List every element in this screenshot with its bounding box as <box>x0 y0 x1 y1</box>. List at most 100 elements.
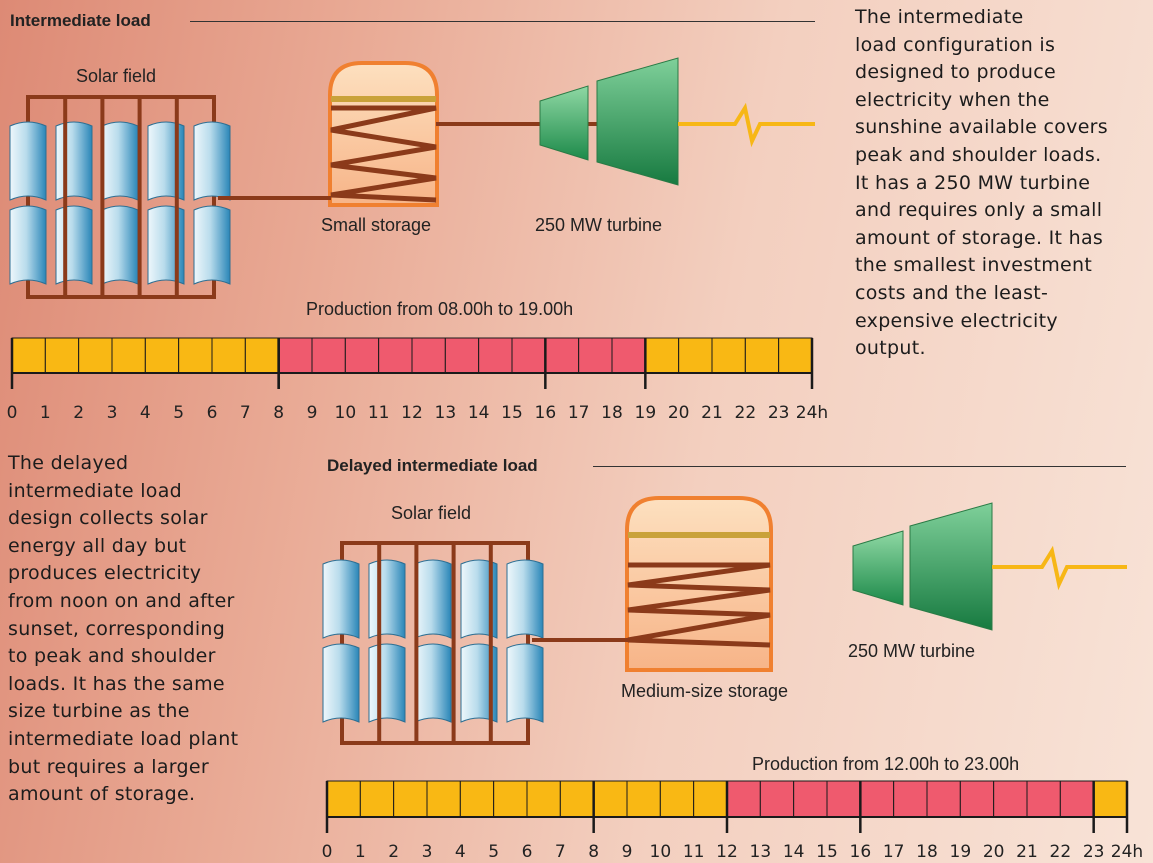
timeline-tick-label: 21 <box>1016 842 1038 862</box>
top-storage-tank <box>328 61 439 207</box>
production-hour-bar <box>859 780 895 818</box>
production-hour-bar <box>1026 780 1061 818</box>
bottom-title-rule <box>593 466 1126 467</box>
bottom-description: The delayed intermediate load design col… <box>8 452 239 806</box>
off-hour-bar <box>559 780 595 818</box>
solar-mirror <box>506 559 544 639</box>
production-hour-bar <box>793 780 828 818</box>
top-description: The intermediate load configuration is d… <box>855 6 1108 360</box>
timeline-tick-label: 23 <box>768 403 790 423</box>
timeline-tick-label: 10 <box>335 403 357 423</box>
production-hour-bar <box>511 337 546 374</box>
bottom-production-label: Production from 12.00h to 23.00h <box>752 754 1019 774</box>
off-hour-bar <box>178 337 213 374</box>
off-hour-bar <box>526 780 561 818</box>
top-turbine <box>539 57 679 186</box>
timeline-tick-label: 4 <box>455 842 466 862</box>
timeline-tick-label: 15 <box>501 403 523 423</box>
off-hour-bar <box>744 337 780 374</box>
timeline-tick-label: 13 <box>750 842 772 862</box>
bottom-power-line <box>992 545 1127 591</box>
top-solar-field <box>9 95 231 299</box>
solar-mirror <box>9 121 47 201</box>
production-hour-bar <box>411 337 446 374</box>
field-frame <box>340 541 530 745</box>
timeline-tick-label: 6 <box>207 403 218 423</box>
production-hour-bar <box>993 780 1028 818</box>
production-hour-bar <box>544 337 580 374</box>
timeline-tick-label: 3 <box>422 842 433 862</box>
off-hour-bar <box>778 337 813 374</box>
production-hour-bar <box>478 337 513 374</box>
timeline-tick-label: 14 <box>783 842 805 862</box>
solar-mirror <box>368 559 406 639</box>
bottom-section-title: Delayed intermediate load <box>327 456 538 475</box>
timeline-tick-label: 7 <box>555 842 566 862</box>
timeline-tick-label: 16 <box>850 842 872 862</box>
field-frame <box>26 95 216 299</box>
solar-mirror <box>506 643 544 723</box>
timeline-tick-label: 23 <box>1083 842 1105 862</box>
timeline-tick-label: 12 <box>401 403 423 423</box>
top-turbine-label: 250 MW turbine <box>535 215 662 235</box>
timeline-tick-label: 8 <box>588 842 599 862</box>
production-hour-bar <box>611 337 646 374</box>
timeline-tick-label: 18 <box>601 403 623 423</box>
timeline-tick-label: 6 <box>522 842 533 862</box>
off-hour-bar <box>78 337 113 374</box>
timeline-tick-label: 20 <box>668 403 690 423</box>
timeline-tick-label: 24h <box>796 403 828 423</box>
solar-mirror <box>460 559 498 639</box>
bottom-turbine-label: 250 MW turbine <box>848 641 975 661</box>
timeline-tick-label: 20 <box>983 842 1005 862</box>
bottom-solar-field-label: Solar field <box>391 503 471 523</box>
timeline-tick-label: 18 <box>916 842 938 862</box>
solar-mirror <box>101 121 139 201</box>
timeline-tick-label: 2 <box>73 403 84 423</box>
solar-mirror <box>55 121 93 201</box>
production-hour-bar <box>311 337 346 374</box>
off-hour-bar <box>459 780 495 818</box>
timeline-tick-label: 17 <box>568 403 590 423</box>
production-hour-bar <box>759 780 795 818</box>
off-hour-bar <box>111 337 146 374</box>
timeline-tick-label: 15 <box>816 842 838 862</box>
top-solar-field-label: Solar field <box>76 66 156 86</box>
production-hour-bar <box>926 780 961 818</box>
timeline-tick-label: 11 <box>683 842 705 862</box>
off-hour-bar <box>711 337 746 374</box>
production-hour-bar <box>278 337 313 374</box>
off-hour-bar <box>211 337 246 374</box>
timeline-tick-label: 1 <box>355 842 366 862</box>
timeline-tick-label: 5 <box>173 403 184 423</box>
solar-mirror <box>322 643 360 723</box>
solar-mirror <box>460 643 498 723</box>
off-hour-bar <box>11 337 46 374</box>
off-hour-bar <box>393 780 428 818</box>
timeline-tick-label: 14 <box>468 403 490 423</box>
production-hour-bar <box>826 780 861 818</box>
off-hour-bar <box>493 780 528 818</box>
off-hour-bar <box>659 780 695 818</box>
off-hour-bar <box>1093 780 1128 818</box>
timeline-tick-label: 9 <box>622 842 633 862</box>
timeline-tick-label: 22 <box>1050 842 1072 862</box>
timeline-tick-label: 24h <box>1111 842 1143 862</box>
timeline-tick-label: 3 <box>107 403 118 423</box>
solar-mirror <box>368 643 406 723</box>
top-storage-label: Small storage <box>321 215 431 235</box>
timeline-tick-label: 13 <box>435 403 457 423</box>
timeline-tick-label: 22 <box>735 403 757 423</box>
off-hour-bar <box>426 780 461 818</box>
off-hour-bar <box>359 780 395 818</box>
solar-mirror <box>322 559 360 639</box>
solar-mirror <box>55 205 93 285</box>
bottom-solar-field <box>322 541 544 745</box>
timeline-tick-label: 19 <box>635 403 657 423</box>
production-hour-bar <box>1059 780 1095 818</box>
timeline-tick-label: 5 <box>488 842 499 862</box>
timeline-tick-label: 9 <box>307 403 318 423</box>
